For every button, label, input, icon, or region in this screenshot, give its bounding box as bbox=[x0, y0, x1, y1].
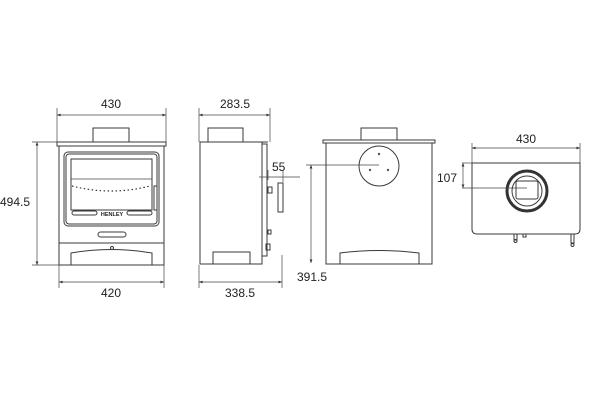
side-base-depth-label: 338.5 bbox=[225, 286, 255, 300]
top-plate bbox=[56, 141, 167, 147]
flue-offset-label: 107 bbox=[437, 171, 457, 185]
side-view: 283.5 55 338.5 bbox=[198, 97, 300, 300]
door-glass bbox=[70, 158, 153, 211]
back-view: 391.5 bbox=[297, 127, 436, 284]
rear-flue-outlet bbox=[358, 145, 400, 187]
front-view: 430 HENLEY 494.5 420 bbox=[0, 97, 167, 300]
flue-height-label: 391.5 bbox=[297, 270, 327, 284]
stove-body bbox=[58, 145, 165, 244]
back-body bbox=[325, 141, 433, 265]
brand-logo: HENLEY bbox=[101, 212, 124, 218]
door-handle bbox=[97, 231, 127, 238]
top-width-label: 430 bbox=[516, 132, 536, 146]
handle-offset-label: 55 bbox=[272, 160, 286, 174]
side-body bbox=[199, 141, 263, 265]
top-view: 430 107 bbox=[437, 132, 581, 247]
height-label: 494.5 bbox=[0, 195, 30, 209]
door-frame bbox=[63, 151, 160, 227]
side-door bbox=[261, 143, 268, 257]
flue-collar bbox=[92, 127, 130, 143]
base-width-label: 420 bbox=[101, 286, 121, 300]
side-handle bbox=[277, 182, 284, 213]
top-outline bbox=[471, 162, 581, 235]
top-flue-collar bbox=[505, 169, 549, 213]
side-depth-label: 283.5 bbox=[220, 97, 250, 111]
front-width-label: 430 bbox=[101, 97, 121, 111]
riddler-knob bbox=[110, 246, 114, 250]
